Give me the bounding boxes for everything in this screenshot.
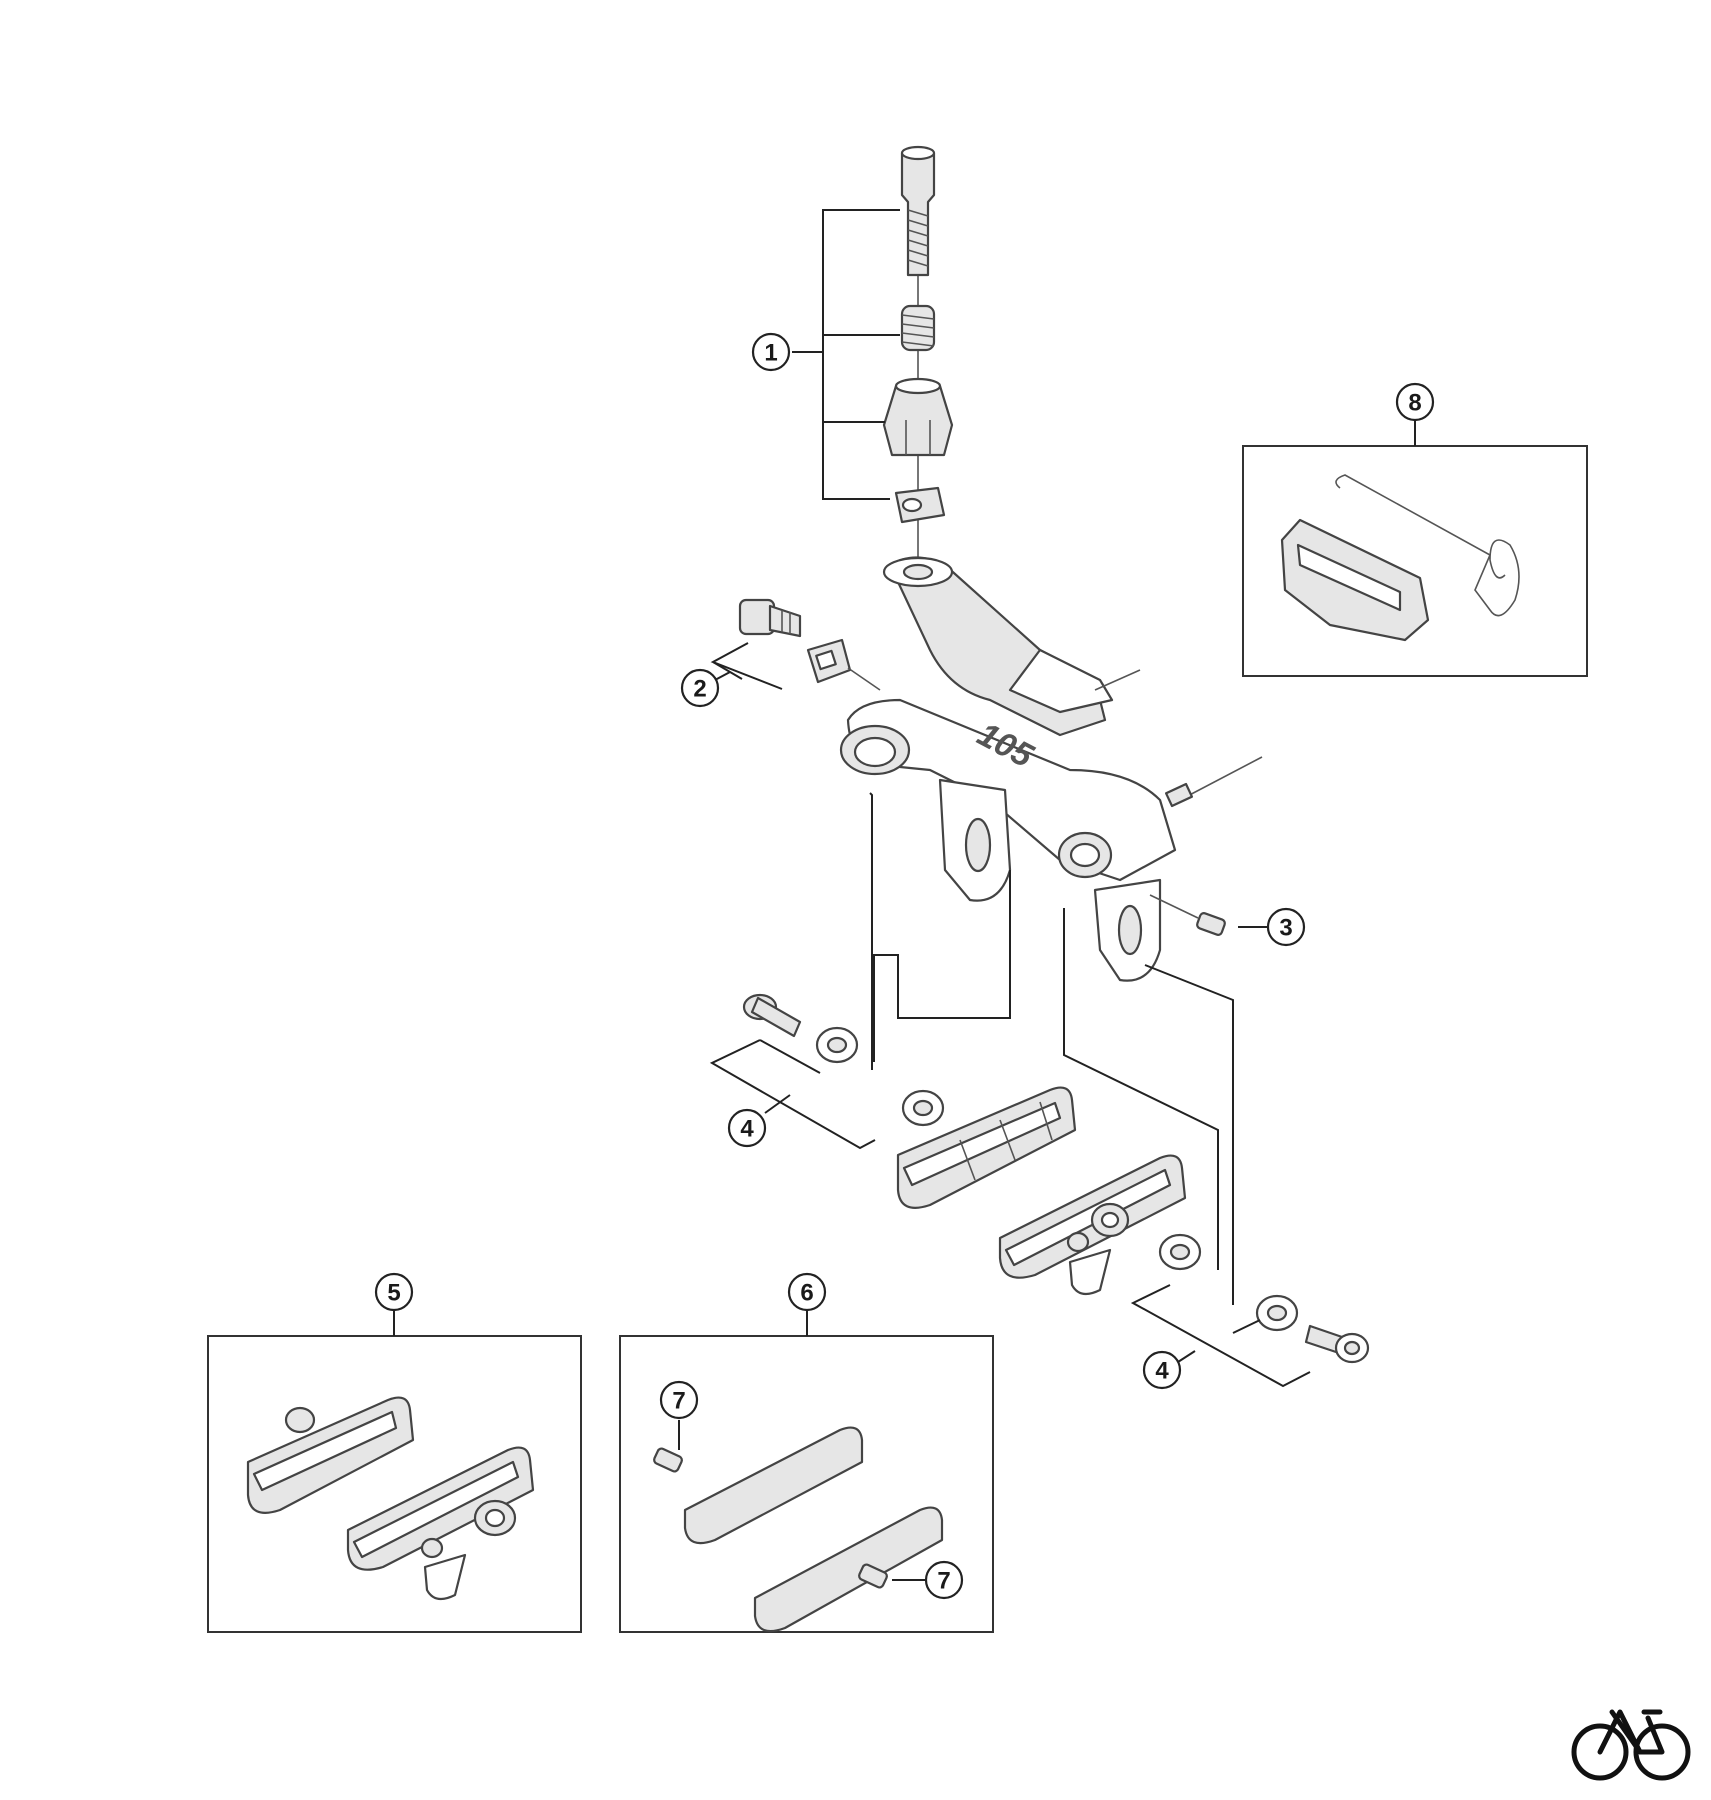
svg-text:8: 8 bbox=[1408, 390, 1421, 417]
adjusting-barrel-assembly bbox=[882, 145, 954, 560]
shoe-cartridge-and-pin bbox=[1280, 474, 1520, 642]
svg-text:7: 7 bbox=[672, 1388, 685, 1415]
callout-4-right: 4 bbox=[1142, 1350, 1182, 1390]
callout-2: 2 bbox=[680, 668, 720, 708]
svg-text:6: 6 bbox=[800, 1280, 813, 1307]
callout-1: 1 bbox=[751, 332, 791, 372]
brake-shoe-front bbox=[896, 1086, 1077, 1209]
callout-6: 6 bbox=[787, 1272, 827, 1312]
callout-8: 8 bbox=[1395, 382, 1435, 422]
shoe-fixing-bolt-right bbox=[1158, 1233, 1370, 1364]
shoe-fixing-bolt-left bbox=[742, 993, 945, 1127]
callout-5: 5 bbox=[374, 1272, 414, 1312]
leader-lines bbox=[393, 209, 1416, 1581]
svg-text:4: 4 bbox=[1155, 1358, 1169, 1385]
brake-shoe-inserts bbox=[653, 1426, 944, 1633]
adjusting-set-screw bbox=[1149, 894, 1226, 936]
svg-text:5: 5 bbox=[387, 1280, 400, 1307]
brake-shoe-set bbox=[246, 1396, 535, 1601]
svg-text:1: 1 bbox=[764, 340, 777, 367]
mounting-bolt-and-nut bbox=[738, 598, 881, 691]
svg-text:3: 3 bbox=[1279, 915, 1292, 942]
callout-7-bottom: 7 bbox=[924, 1560, 964, 1600]
bicycle-icon bbox=[1571, 1709, 1691, 1781]
svg-text:4: 4 bbox=[740, 1116, 754, 1143]
callout-3: 3 bbox=[1266, 907, 1306, 947]
brake-shoe-rear bbox=[998, 1154, 1187, 1296]
svg-text:7: 7 bbox=[937, 1568, 950, 1595]
callout-7-top: 7 bbox=[659, 1380, 699, 1420]
brake-caliper-body: 105 bbox=[839, 556, 1263, 982]
svg-text:2: 2 bbox=[693, 676, 706, 703]
callout-4-left: 4 bbox=[727, 1108, 767, 1148]
